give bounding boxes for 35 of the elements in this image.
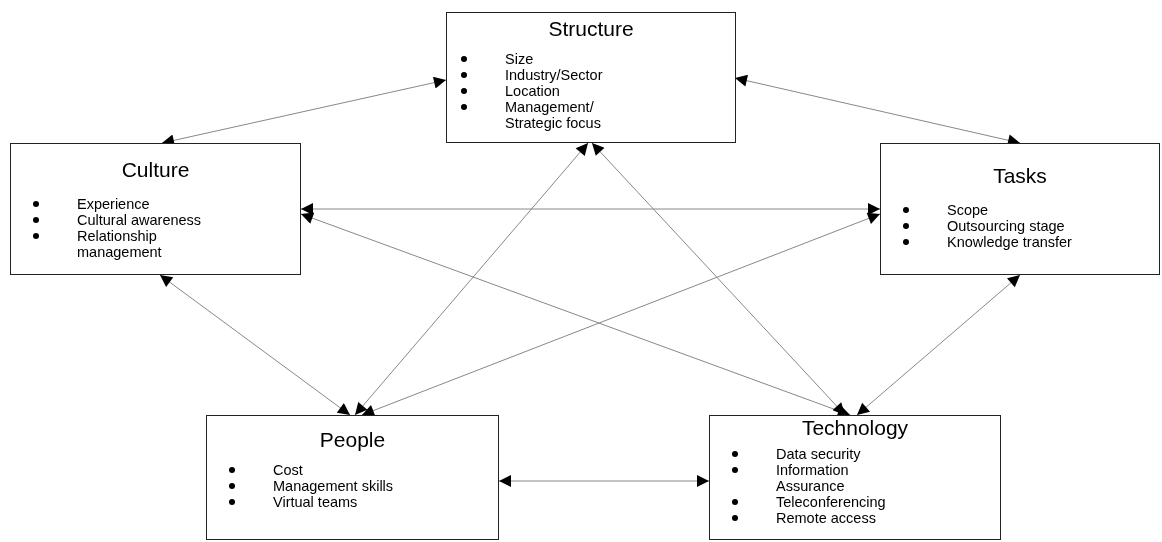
list-item: Remote access bbox=[776, 510, 877, 526]
double-arrow bbox=[300, 203, 881, 215]
factor-box bbox=[10, 143, 301, 275]
double-arrow bbox=[159, 274, 351, 416]
list-item: Data security bbox=[776, 446, 862, 462]
double-arrow bbox=[354, 142, 589, 416]
list-item: Management/ Strategic focus bbox=[505, 99, 602, 131]
list-item: Cost bbox=[273, 462, 304, 478]
list-item: Knowledge transfer bbox=[947, 234, 1073, 250]
double-arrow bbox=[856, 274, 1021, 416]
factor-box bbox=[880, 143, 1160, 275]
double-arrow bbox=[300, 212, 851, 417]
list-item: Management skills bbox=[273, 478, 395, 494]
list-item: Industry/Sector bbox=[505, 67, 604, 83]
list-item: Size bbox=[505, 51, 535, 67]
list-item: Teleconferencing bbox=[776, 494, 887, 510]
list-item: Information Assurance bbox=[776, 462, 850, 494]
double-arrow bbox=[361, 212, 881, 417]
list-item: Location bbox=[505, 83, 561, 99]
box-title: Technology bbox=[801, 416, 909, 440]
box-title: People bbox=[319, 428, 386, 452]
box-title: Structure bbox=[548, 17, 634, 41]
list-item: Virtual teams bbox=[273, 494, 359, 510]
factor-box bbox=[709, 415, 1001, 540]
list-item: Experience bbox=[77, 196, 151, 212]
double-arrow bbox=[498, 475, 710, 487]
factor-box bbox=[206, 415, 499, 540]
list-item: Outsourcing stage bbox=[947, 218, 1066, 234]
factor-box bbox=[446, 12, 736, 143]
list-item: Cultural awareness bbox=[77, 212, 203, 228]
list-item: Relationship management bbox=[77, 228, 163, 260]
box-title: Tasks bbox=[993, 164, 1047, 188]
double-arrow bbox=[591, 142, 846, 416]
list-item: Scope bbox=[947, 202, 990, 218]
box-title: Culture bbox=[121, 158, 190, 182]
